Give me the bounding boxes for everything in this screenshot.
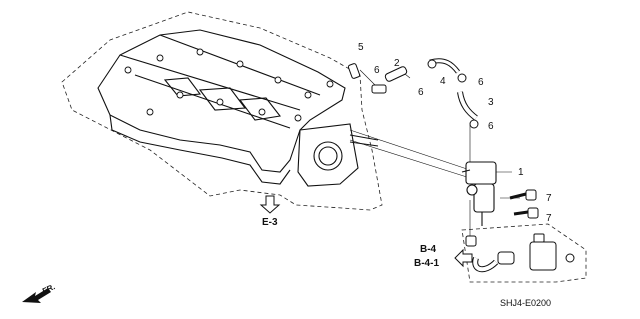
diagram-code: SHJ4-E0200: [500, 298, 551, 308]
reference-b4: B-4: [420, 244, 437, 255]
assembly-boundary: [61, 11, 383, 211]
hose-assembly: [347, 58, 479, 129]
leader-lines: [349, 69, 520, 240]
callout-6: 6: [374, 65, 380, 76]
reference-e3: E-3: [262, 217, 278, 228]
callout-6: 6: [478, 77, 484, 88]
callout-7: 7: [546, 193, 552, 204]
callout-1: 1: [518, 167, 524, 178]
callout-6: 6: [418, 87, 424, 98]
intake-manifold: [97, 29, 346, 185]
manifold-bolts: [124, 48, 334, 122]
subassembly-parts: [465, 233, 575, 273]
front-direction-arrow-icon: [22, 288, 51, 303]
down-arrow-icon: [259, 195, 281, 214]
callout-4: 4: [440, 76, 446, 87]
solenoid-valve: [461, 161, 497, 226]
bolts: [509, 189, 539, 219]
callout-6: 6: [488, 121, 494, 132]
callout-5: 5: [358, 42, 364, 53]
callout-2: 2: [394, 58, 400, 69]
subassembly-boundary: [461, 223, 587, 283]
reference-b4-1: B-4-1: [414, 258, 439, 269]
left-arrow-icon: [454, 248, 473, 268]
callout-7: 7: [546, 213, 552, 224]
callout-3: 3: [488, 97, 494, 108]
front-direction-label: FR.: [41, 282, 56, 296]
throttle-body: [297, 123, 379, 187]
